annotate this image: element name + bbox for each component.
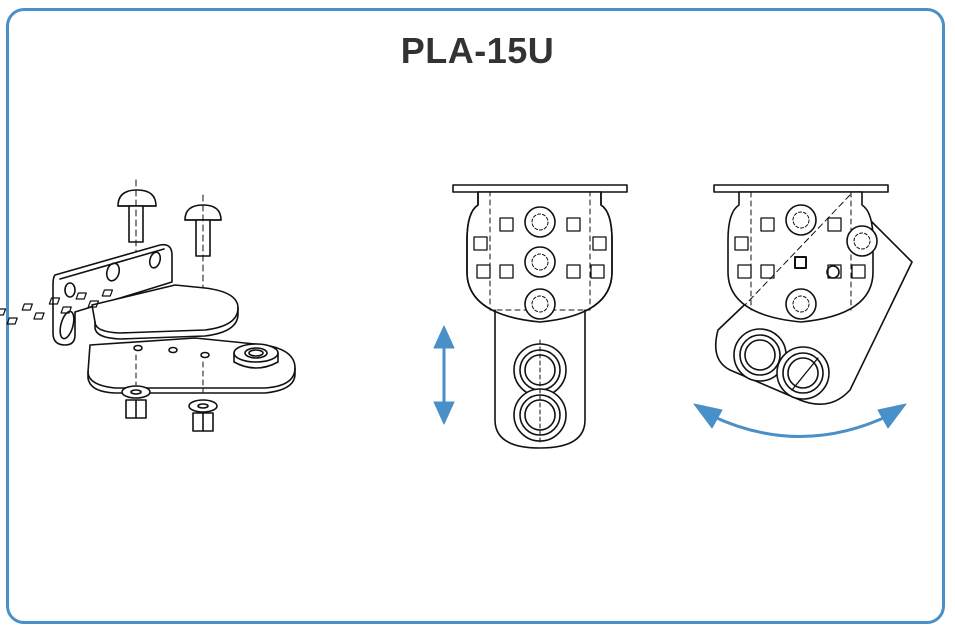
nut-right [189,362,217,431]
page-title: PLA-15U [400,30,555,71]
rotation-motion-arrow [694,404,906,437]
exploded-assembly-view [0,180,295,431]
vertical-adjust-view [453,185,627,448]
l-bracket [53,245,172,345]
carriage-bolt-right [185,195,221,305]
nut-left [122,355,150,418]
carriage-bolt-left [118,180,156,290]
base-plate [88,338,295,393]
vertical-motion-arrow [434,326,454,424]
rotation-adjust-view [714,185,912,404]
perforated-plate [0,285,238,339]
